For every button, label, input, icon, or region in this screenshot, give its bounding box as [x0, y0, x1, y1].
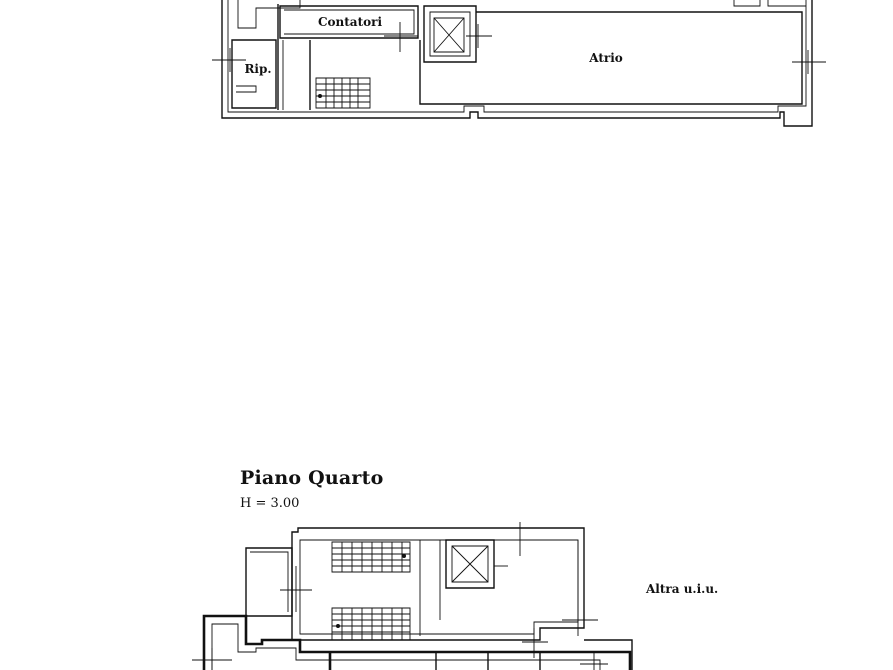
contatori-label: Contatori: [318, 15, 382, 29]
atrio-label: Atrio: [588, 51, 623, 65]
ground-floor-plan: [212, 0, 826, 127]
ground-floor-outer-wall: [221, 0, 813, 127]
fourth-floor-stairs-lower: [331, 607, 411, 641]
fourth-floor-title: Piano Quarto: [240, 467, 384, 489]
fourth-floor-plan: [192, 522, 633, 670]
atrio-room-walls: [419, 11, 803, 105]
rip-room-walls: [231, 39, 277, 109]
fourth-floor-core-walls: [291, 527, 585, 641]
floor-height-label: H = 3.00: [240, 496, 300, 511]
fourth-floor-lower-wall: [202, 614, 632, 670]
rip-label: Rip.: [244, 62, 271, 76]
fourth-floor-stairs-upper: [331, 541, 411, 573]
ground-floor-elevator-shaft: [423, 5, 477, 63]
ground-floor-stairs: [315, 77, 371, 109]
contatori-room-walls: [279, 5, 419, 39]
fourth-floor-elevator-shaft: [445, 539, 495, 589]
